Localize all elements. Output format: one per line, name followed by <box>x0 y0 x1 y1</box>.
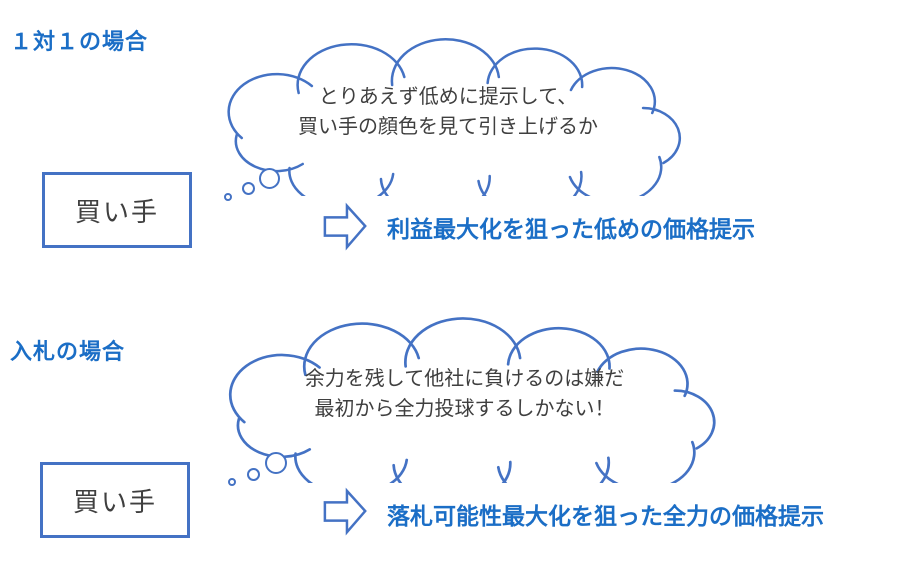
arrow-right-icon <box>323 489 367 534</box>
thought-line-2: 買い手の顔色を見て引き上げるか <box>298 116 598 138</box>
buyer-box: 買い手 <box>40 462 190 538</box>
thought-bubble-text: 余力を残して他社に負けるのは嫌だ 最初から全力投球するしかない！ <box>212 364 717 424</box>
thought-trail-dot-small <box>228 478 236 486</box>
thought-line-1: とりあえず低めに提示して、 <box>318 86 578 108</box>
thought-trail-dot-large <box>265 452 287 474</box>
section-2-title: 入札の場合 <box>10 339 126 364</box>
result-statement-2: 落札可能性最大化を狙った全力の価格提示 <box>387 503 824 529</box>
thought-bubble-text: とりあえず低めに提示して、 買い手の顔色を見て引き上げるか <box>213 82 683 142</box>
result-statement-1: 利益最大化を狙った低めの価格提示 <box>387 216 755 242</box>
thought-trail-dot-medium <box>247 468 260 481</box>
section-1-title: １対１の場合 <box>10 29 149 54</box>
thought-trail-dot-small <box>224 193 232 201</box>
thought-trail-dot-medium <box>242 182 255 195</box>
buyer-label: 買い手 <box>72 486 157 517</box>
thought-line-2: 最初から全力投球するしかない！ <box>314 398 615 420</box>
buyer-label: 買い手 <box>74 196 159 227</box>
thought-trail-dot-large <box>259 168 280 189</box>
arrow-right-icon <box>323 204 367 249</box>
thought-line-1: 余力を残して他社に負けるのは嫌だ <box>304 368 625 390</box>
buyer-box: 買い手 <box>42 172 192 248</box>
